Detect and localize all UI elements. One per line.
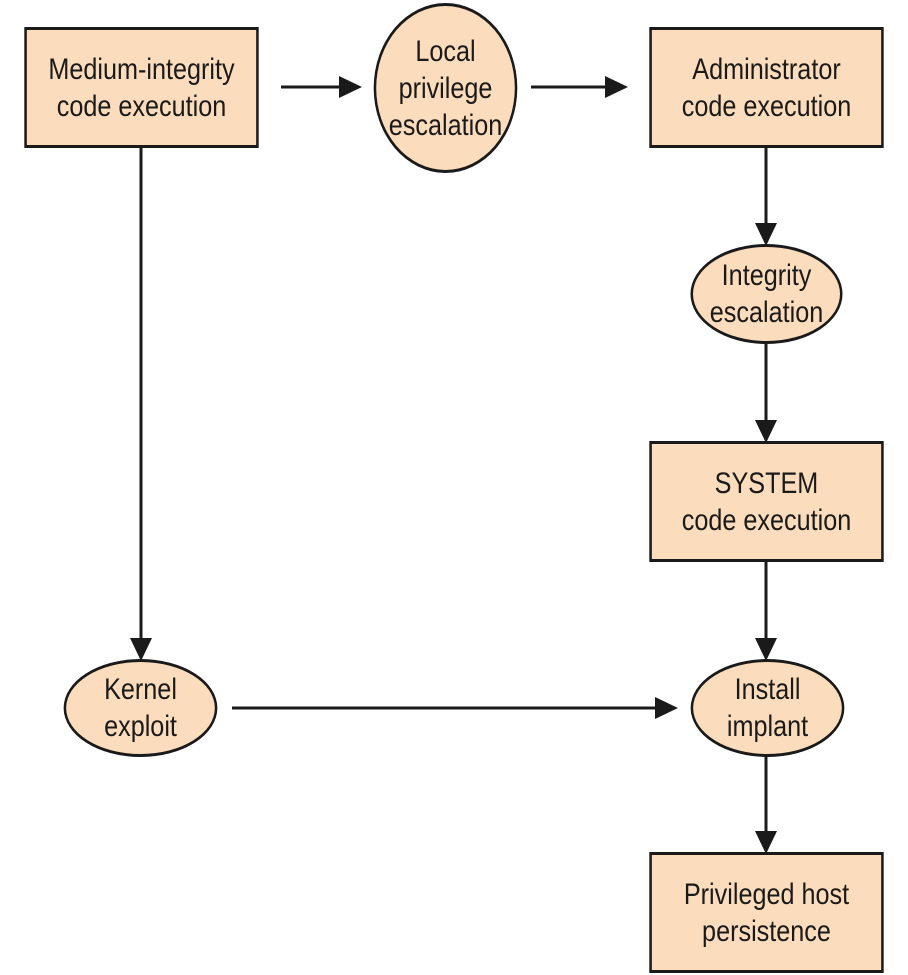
node-label-line: Install [734, 673, 801, 706]
node-label-line: Administrator [692, 52, 841, 86]
node-label-line: code execution [681, 89, 852, 123]
node-medium-integrity-code-execution: Medium-integrity code execution [24, 27, 259, 148]
node-label-line: Kernel [104, 673, 177, 706]
node-install-implant: Install implant [690, 659, 845, 757]
edge-integrity-to-system-arrow [755, 420, 777, 443]
node-label-line: Medium-integrity [48, 52, 235, 86]
node-label-line: privilege [398, 71, 493, 105]
node-local-privilege-escalation: Local privilege escalation [373, 3, 518, 173]
node-label-line: implant [726, 710, 809, 743]
edge-medium-to-kernel-arrow [130, 638, 152, 661]
edge-medium-to-local-arrow [339, 76, 362, 98]
node-system-code-execution: SYSTEM code execution [649, 441, 884, 562]
node-label-line: persistence [702, 914, 831, 948]
node-label-line: escalation [388, 108, 503, 142]
node-label-line: Local [415, 34, 476, 68]
node-label-line: Integrity [721, 259, 812, 292]
node-administrator-code-execution: Administrator code execution [649, 27, 884, 148]
node-label-line: escalation [709, 296, 824, 329]
node-privileged-host-persistence: Privileged host persistence [649, 852, 884, 973]
edge-kernel-to-install-arrow [655, 697, 678, 719]
node-label-line: code execution [681, 503, 852, 537]
edge-local-to-admin-arrow [605, 76, 628, 98]
edge-admin-to-integrity-arrow [755, 223, 777, 246]
edge-install-to-persistence-arrow [755, 831, 777, 854]
node-label-line: Privileged host [683, 877, 850, 911]
node-integrity-escalation: Integrity escalation [690, 244, 843, 344]
node-label-line: exploit [104, 710, 177, 743]
edge-system-to-install-arrow [755, 638, 777, 661]
node-label-line: code execution [56, 89, 227, 123]
node-kernel-exploit: Kernel exploit [63, 659, 218, 757]
node-label-line: SYSTEM [714, 466, 819, 500]
